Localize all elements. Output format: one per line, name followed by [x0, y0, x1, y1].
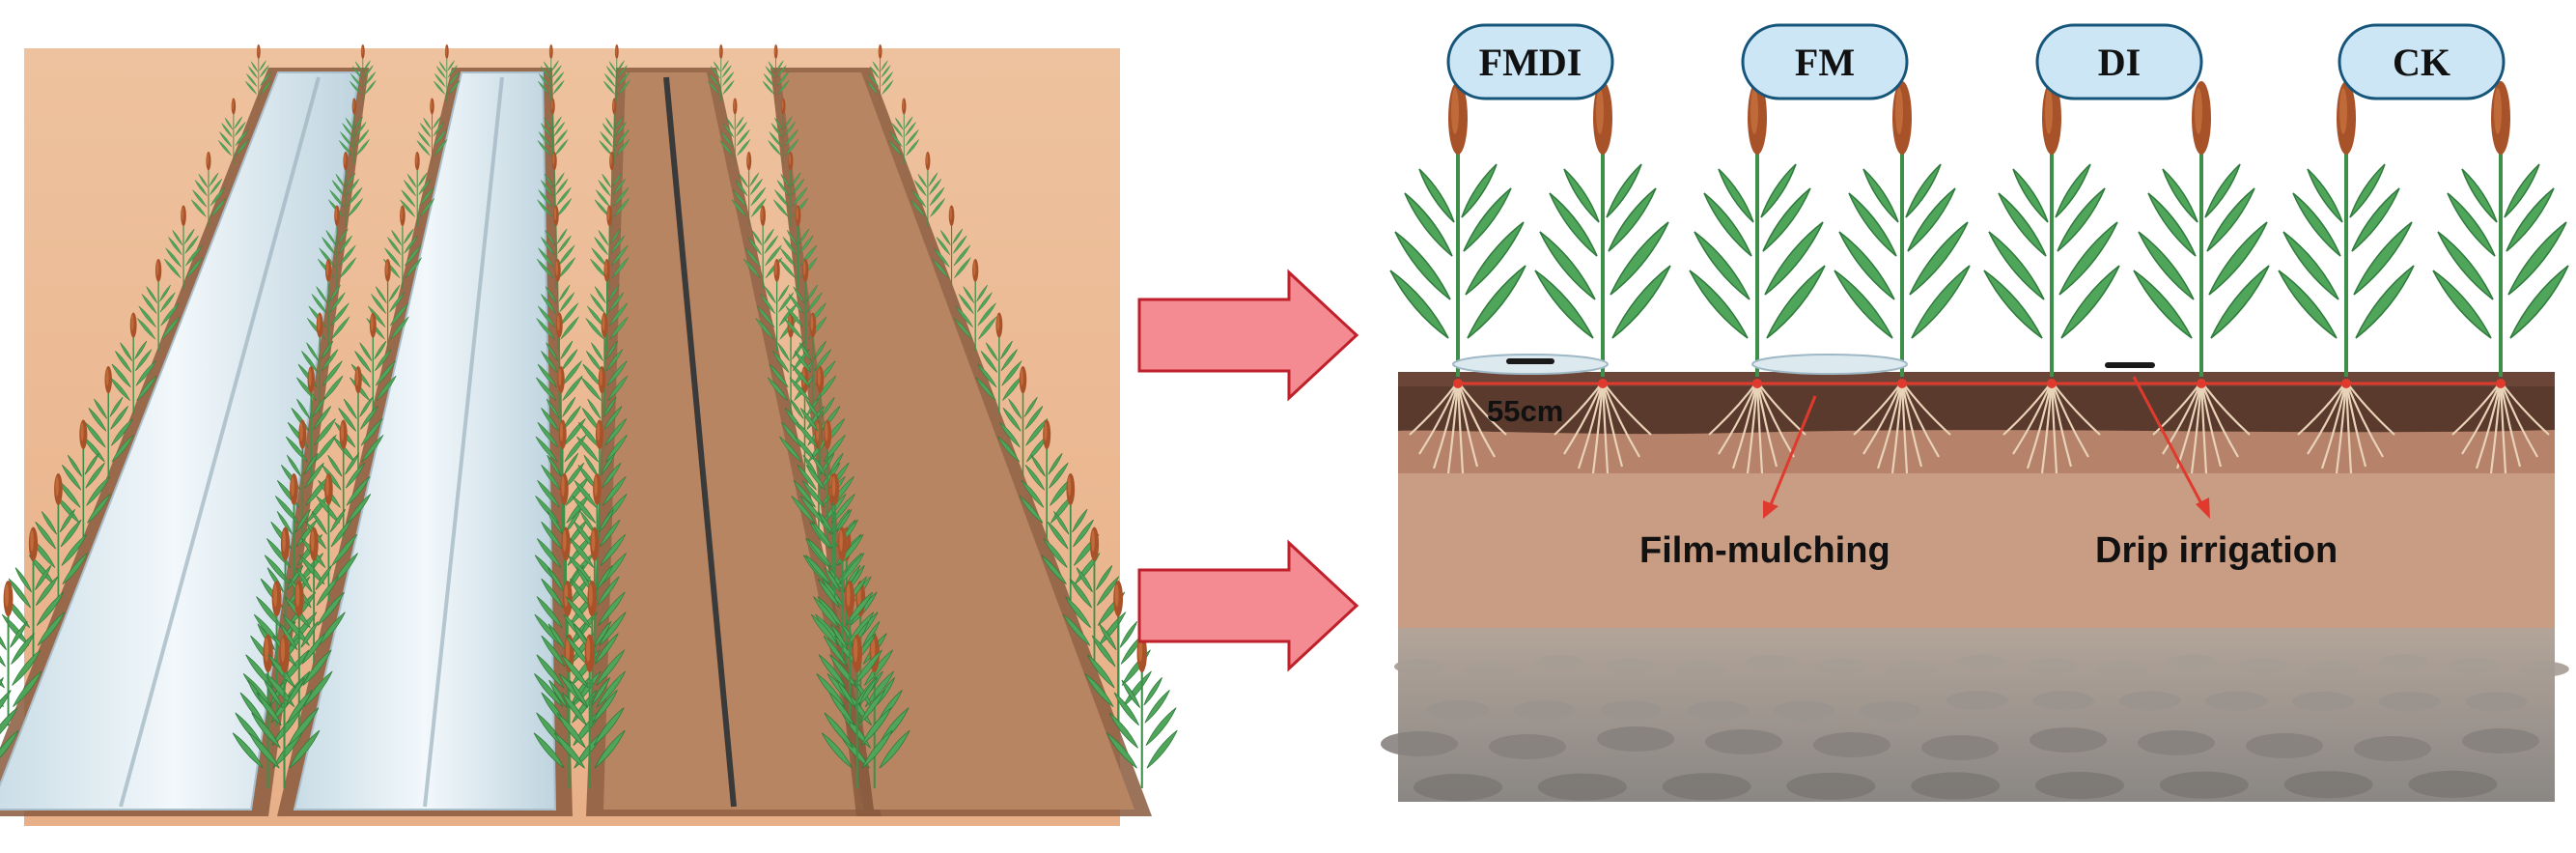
- sorghum-plant-icon: [2433, 81, 2568, 377]
- film-mulching-label: Film-mulching: [1639, 530, 1890, 571]
- stone: [1663, 773, 1751, 800]
- stone: [1538, 774, 1627, 801]
- right-arrow-icon: [1139, 543, 1357, 668]
- stone: [1535, 655, 1585, 670]
- stone: [1381, 731, 1458, 756]
- stone: [2519, 662, 2569, 677]
- stone: [2035, 772, 2124, 799]
- stone: [2378, 654, 2428, 669]
- svg-text:FMDI: FMDI: [1479, 41, 1582, 84]
- treatment-label-di: DI: [2037, 25, 2201, 99]
- stone: [1705, 729, 1782, 754]
- measure-node: [1598, 379, 1608, 388]
- stone: [2449, 658, 2499, 673]
- measure-node: [1453, 379, 1463, 388]
- drip-irrigation-label: Drip irrigation: [2095, 530, 2338, 571]
- stone: [1600, 700, 1662, 720]
- stone: [2246, 733, 2323, 758]
- stone: [1489, 734, 1566, 759]
- measure-node: [2341, 379, 2351, 388]
- stone: [2032, 691, 2094, 710]
- soil-cross-section: 55cm Film-mulching Drip irrigation FMDI …: [1381, 25, 2569, 802]
- stone: [2465, 692, 2527, 711]
- sorghum-plant-icon: [1690, 81, 1825, 377]
- sorghum-plant-icon: [1535, 81, 1670, 377]
- svg-text:CK: CK: [2393, 41, 2450, 84]
- stone: [2284, 771, 2373, 798]
- stone: [1687, 701, 1749, 721]
- stone: [1414, 774, 1502, 801]
- stone: [1427, 700, 1489, 720]
- measure-node: [1752, 379, 1762, 388]
- stone: [1956, 655, 2006, 670]
- sorghum-plant-icon: [2279, 81, 2414, 377]
- stone: [1394, 659, 1444, 674]
- sorghum-plant-icon: [1390, 81, 1526, 377]
- stone: [1921, 735, 1999, 760]
- measure-node: [2047, 379, 2057, 388]
- drip-tape-fmdi: [1506, 358, 1554, 364]
- stone: [1887, 662, 1937, 677]
- stone: [1746, 655, 1796, 670]
- stone: [2354, 736, 2431, 761]
- treatment-label-fm: FM: [1743, 25, 1907, 99]
- field-illustration: [0, 44, 1177, 826]
- stone: [2119, 692, 2181, 711]
- drip-tape-di: [2105, 362, 2155, 368]
- stone: [1465, 663, 1515, 678]
- measure-node: [1897, 379, 1907, 388]
- stone: [1675, 662, 1725, 677]
- stone: [1514, 700, 1576, 720]
- stone: [2292, 692, 2354, 711]
- stone: [2379, 692, 2441, 711]
- measure-node: [2197, 379, 2206, 388]
- treatment-label-ck: CK: [2339, 25, 2504, 99]
- stone: [1605, 659, 1655, 674]
- stone: [1860, 701, 1921, 721]
- stone: [2097, 662, 2147, 677]
- stone: [2160, 772, 2249, 799]
- stone: [1773, 701, 1834, 721]
- stone: [1813, 732, 1890, 757]
- measure-node: [2496, 379, 2506, 388]
- sorghum-plant-icon: [1834, 81, 1970, 377]
- subsoil-layer: [1398, 464, 2555, 628]
- stone: [2168, 655, 2218, 670]
- stone: [2308, 662, 2358, 677]
- spacing-label: 55cm: [1487, 394, 1563, 428]
- sorghum-plant-icon: [2134, 81, 2269, 377]
- stone: [1786, 773, 1875, 800]
- right-arrow-icon: [1139, 272, 1357, 398]
- stone: [1597, 726, 1674, 752]
- svg-text:FM: FM: [1795, 41, 1855, 84]
- stone: [2138, 730, 2215, 755]
- stone: [2027, 658, 2077, 673]
- stone: [2030, 727, 2107, 753]
- film-mulch-fm: [1752, 355, 1907, 374]
- stone: [2238, 658, 2288, 673]
- treatment-label-fmdi: FMDI: [1448, 25, 1612, 99]
- svg-text:DI: DI: [2098, 41, 2141, 84]
- stone: [1946, 691, 2008, 710]
- stone: [1911, 772, 2000, 799]
- stone: [1816, 659, 1866, 674]
- sorghum-plant-icon: [1984, 81, 2119, 377]
- stone: [2205, 692, 2267, 711]
- stone: [2408, 771, 2497, 798]
- stone: [2462, 728, 2539, 753]
